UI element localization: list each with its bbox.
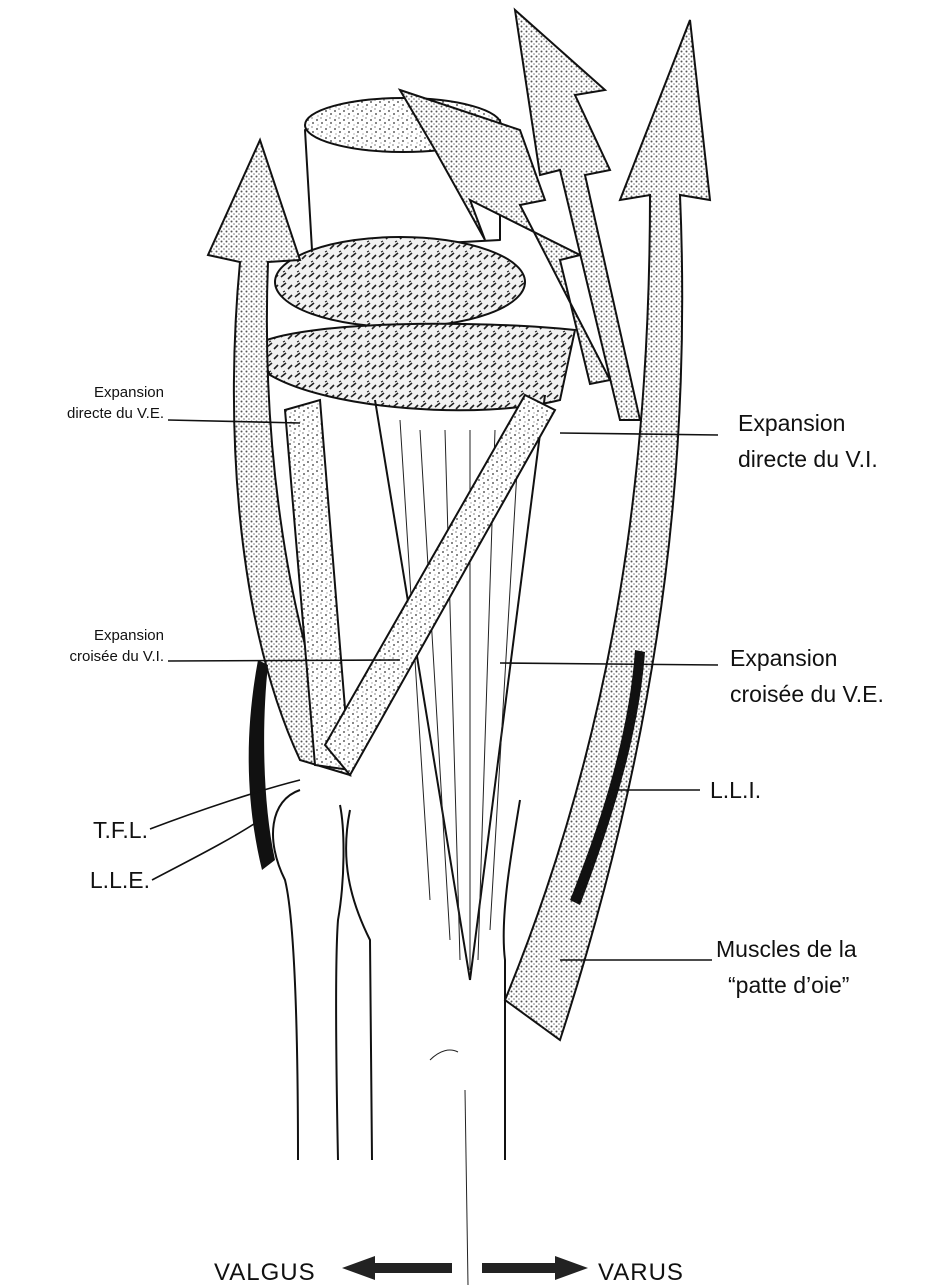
patellar-tendon: [375, 395, 545, 980]
label-patte-doie-1: Muscles de la: [716, 936, 857, 962]
label-patte-doie-2: “patte d’oie”: [728, 972, 849, 998]
label-expansion-directe-vi-1: Expansion: [738, 410, 845, 436]
label-expansion-croisee-vi-2: croisée du V.I.: [69, 648, 164, 665]
menisci: [255, 237, 575, 410]
label-varus: VARUS: [598, 1259, 684, 1285]
label-expansion-directe-ve-2: directe du V.E.: [67, 405, 164, 422]
label-expansion-croisee-vi-1: Expansion: [94, 627, 164, 644]
varus-arrow: [482, 1256, 588, 1280]
valgus-arrow: [342, 1256, 452, 1280]
fibula-bone: [273, 790, 344, 1160]
label-expansion-directe-vi-2: directe du V.I.: [738, 446, 878, 472]
expansion-strips: [285, 395, 555, 775]
lle-ligament: [249, 660, 275, 870]
label-tfl: T.F.L.: [93, 817, 148, 843]
label-expansion-croisee-ve-1: Expansion: [730, 645, 837, 671]
label-expansion-croisee-ve-2: croisée du V.E.: [730, 681, 884, 707]
label-lli: L.L.I.: [710, 777, 761, 803]
tibia-bone: [346, 800, 520, 1285]
label-expansion-directe-ve-1: Expansion: [94, 384, 164, 401]
label-valgus: VALGUS: [214, 1259, 316, 1285]
label-lle: L.L.E.: [90, 867, 150, 893]
